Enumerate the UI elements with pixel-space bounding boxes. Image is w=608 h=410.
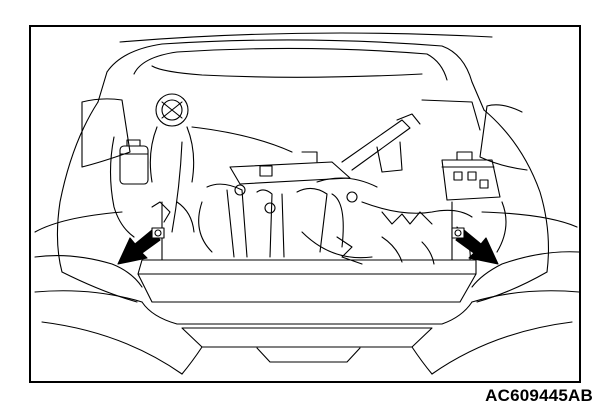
- hood-stay-rod: [191, 126, 293, 153]
- figure-frame: [29, 25, 581, 383]
- engine-cover: [229, 151, 351, 185]
- right-arrow-icon: [451, 227, 499, 265]
- left-hoses: [109, 136, 195, 238]
- reservoir-cap: [149, 93, 195, 183]
- figure-code-label: AC609445AB: [482, 386, 596, 406]
- hood-outline: [97, 32, 493, 111]
- left-arrow-icon: [117, 227, 165, 265]
- wiring-harness: [301, 113, 473, 265]
- front-bumper: [41, 271, 573, 375]
- fuse-box: [441, 151, 501, 201]
- body-contours: [34, 98, 579, 303]
- engine-bay-line-art: [34, 32, 579, 375]
- intake-manifold: [198, 177, 378, 258]
- fluid-canister: [119, 139, 149, 185]
